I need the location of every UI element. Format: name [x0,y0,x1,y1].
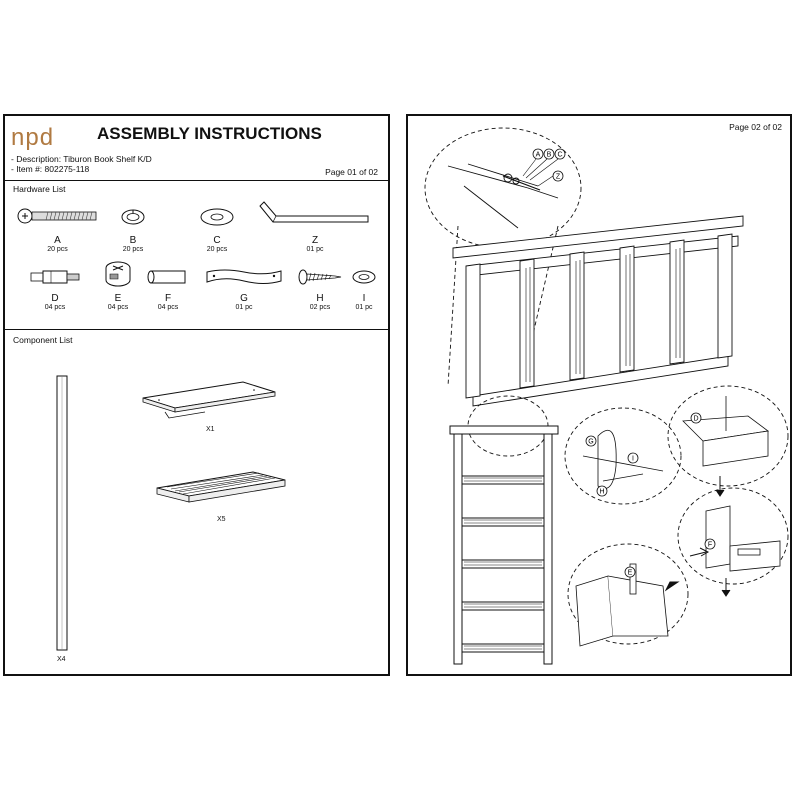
hardware-qty: 01 pc [235,304,253,311]
callout-c: C [557,152,562,159]
hardware-list-label: Hardware List [13,184,66,194]
callout-f: F [708,542,712,549]
callout-d: D [693,416,698,423]
hardware-item-z: Z 01 pc [255,196,375,253]
header-divider [5,180,388,181]
detail-circle-e [567,543,689,645]
slat-shelf-icon [156,471,286,503]
component-qty: X4 [57,656,66,663]
hardware-id: A [54,235,61,246]
hardware-item-b: B 20 pcs [113,204,153,253]
hardware-item-g: G 01 pc [203,266,285,311]
hardware-id: C [213,235,221,246]
page-number: Page 01 of 02 [325,167,378,177]
hardware-item-i: I 01 pc [347,266,381,311]
component-qty: X5 [217,516,226,523]
strap-icon [206,269,282,284]
hardware-qty: 04 pcs [157,304,179,311]
hardware-id: B [129,235,137,246]
component-post: X4 [53,374,73,663]
hardware-qty: 04 pcs [44,304,66,311]
cam-lock-icon [105,261,131,287]
detail-circle-f [677,487,789,585]
hardware-item-d: D 04 pcs [25,266,85,311]
component-list-label: Component List [13,335,73,345]
hardware-id: E [114,293,122,304]
hardware-id: D [51,293,59,304]
hardware-qty: 01 pc [355,304,373,311]
hardware-item-f: F 04 pcs [143,266,193,311]
callout-z: Z [556,174,561,181]
ring-washer-icon [352,270,376,284]
hardware-item-h: H 02 pcs [297,266,343,311]
dowel-icon [147,270,186,284]
hardware-qty: 20 pcs [122,246,144,253]
hardware-qty: 02 pcs [309,304,331,311]
post-icon [56,375,68,651]
detail-circle-top [424,127,582,249]
assembly-diagram: A B C Z [424,127,789,665]
component-qty: X1 [206,426,215,433]
allen-key-icon [258,201,368,223]
callout-e: E [628,570,633,577]
cam-bolt-icon [30,270,80,284]
bolt-icon [17,208,96,224]
hardware-id: H [316,293,324,304]
lock-washer-icon [121,209,145,225]
callout-i: I [632,456,634,463]
hardware-qty: 20 pcs [206,246,228,253]
component-top-panel: X1 [139,378,279,438]
callout-h: H [599,489,604,496]
product-description: - Description: Tiburon Book Shelf K/D [11,154,152,164]
item-number: - Item #: 802275-118 [11,164,90,174]
flat-washer-icon [200,208,234,226]
hardware-item-c: C 20 pcs [195,204,239,253]
detail-circle-center [564,407,682,505]
hardware-item-e: E 04 pcs [97,260,139,311]
instruction-page-2: Page 02 of 02 A B C Z [406,114,792,676]
hardware-qty: 20 pcs [47,246,68,253]
hardware-id: F [164,293,172,304]
screw-icon [298,269,342,285]
hardware-qty: 01 pc [306,246,324,253]
hardware-id: G [240,293,248,304]
component-slat-shelf: X5 [153,466,293,528]
page-title: ASSEMBLY INSTRUCTIONS [97,124,322,143]
instruction-page-1: npd ASSEMBLY INSTRUCTIONS - Description:… [3,114,390,676]
hardware-item-a: A 20 pcs [15,204,100,253]
detail-circle-right [667,385,789,487]
section-divider [5,329,388,330]
product-info: - Description: Tiburon Book Shelf K/D - … [11,154,152,174]
callout-a: A [536,152,541,159]
page-number: Page 02 of 02 [729,122,782,132]
top-panel-icon [142,381,276,419]
hardware-qty: 04 pcs [107,304,129,311]
callout-g: G [588,439,593,446]
brand-logo: npd [11,124,55,151]
hardware-id: Z [311,235,319,246]
callout-b: B [547,152,552,159]
hardware-id: I [362,293,366,304]
